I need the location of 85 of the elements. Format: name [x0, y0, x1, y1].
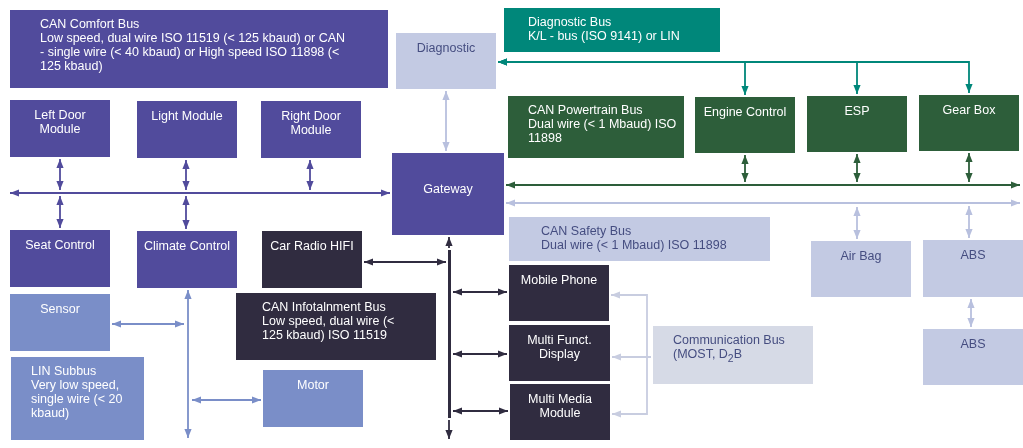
- box-label: Motor: [296, 378, 330, 392]
- double-arrow: [191, 396, 262, 404]
- bus-title: CAN Comfort Bus: [40, 17, 141, 31]
- double-arrow: [56, 158, 64, 191]
- module-box: [137, 101, 237, 158]
- module-box: [509, 265, 609, 321]
- bus-title: Communication Bus: [673, 333, 786, 347]
- arrow: [445, 419, 453, 440]
- bus-description: Low speed, dual wire (< 125 kbaud) ISO 11519: [262, 314, 396, 342]
- bus-info-box: [653, 326, 813, 384]
- double-arrow: [182, 195, 190, 230]
- double-arrow: [965, 205, 973, 239]
- double-arrow: [452, 407, 509, 415]
- bus-description: Very low speed, single wire (< 20 kbaud): [31, 378, 124, 420]
- module-box: [695, 97, 795, 153]
- box-label: Gear Box: [941, 103, 997, 117]
- box-label: ABS: [959, 248, 987, 262]
- box-label: Multi Media Module: [527, 392, 593, 420]
- box-label: Gateway: [422, 182, 474, 196]
- double-arrow: [182, 159, 190, 191]
- bus-description: K/L - bus (ISO 9141) or LIN: [528, 29, 681, 43]
- double-arrow: [497, 58, 973, 94]
- module-box: [10, 230, 110, 287]
- bus-title: CAN Powertrain Bus: [528, 103, 644, 117]
- module-box: [261, 101, 361, 158]
- bus-info-box: [11, 357, 144, 440]
- box-label: Seat Control: [24, 238, 96, 252]
- bus-title: CAN Safety Bus: [541, 224, 633, 238]
- box-label: Diagnostic: [415, 41, 477, 55]
- module-box: [807, 96, 907, 152]
- box-label: Light Module: [150, 109, 224, 123]
- module-box: [923, 329, 1023, 385]
- arrow: [445, 236, 453, 249]
- box-label: Left Door Module: [33, 108, 87, 136]
- double-arrow: [967, 298, 975, 328]
- bus-description: (MOST, D$_{2}$B: [673, 347, 743, 366]
- box-label: Mobile Phone: [519, 273, 599, 287]
- module-box: [510, 384, 610, 440]
- box-label: ESP: [843, 104, 871, 118]
- bus-description: Dual wire (< 1 Mbaud) ISO 11898: [541, 238, 728, 252]
- module-box: [262, 231, 362, 288]
- double-arrow: [363, 258, 447, 266]
- bus-description: Dual wire (< 1 Mbaud) ISO 11898: [528, 117, 678, 145]
- gateway-box: [392, 153, 504, 235]
- double-arrow: [306, 159, 314, 191]
- bus-title: LIN Subbus: [31, 364, 98, 378]
- bus-info-box: [509, 217, 770, 261]
- double-arrow: [184, 289, 192, 439]
- double-arrow: [452, 350, 508, 358]
- double-arrow: [853, 153, 861, 183]
- module-box: [10, 100, 110, 157]
- bus-info-box: [236, 293, 436, 360]
- box-label: Right Door Module: [280, 109, 342, 137]
- module-box: [10, 294, 110, 351]
- module-box: [919, 95, 1019, 151]
- bus-description: Low speed, dual wire ISO 11519 (< 125 kbaud) or CAN - single wire (< 40 kbaud) or High speed ISO 11898 (< 125 kbaud): [40, 31, 347, 73]
- bus-title: CAN Infotalnment Bus: [262, 300, 387, 314]
- bus-info-box: [10, 10, 388, 88]
- double-arrow: [442, 90, 450, 152]
- box-label: Climate Control: [142, 239, 232, 253]
- box-label: Sensor: [39, 302, 81, 316]
- double-arrow: [505, 181, 1021, 189]
- double-arrow: [741, 154, 749, 183]
- double-arrow: [853, 206, 861, 240]
- box-label: ABS: [959, 337, 987, 351]
- double-arrow: [56, 195, 64, 229]
- module-box: [263, 370, 363, 427]
- box-label: Multi Funct. Display: [526, 333, 593, 361]
- bus-line: [448, 250, 451, 418]
- double-arrow: [965, 152, 973, 183]
- box-label: Car Radio HIFI: [269, 239, 355, 253]
- double-arrow: [452, 288, 508, 296]
- bus-title: Diagnostic Bus: [528, 15, 613, 29]
- bus-info-box: [504, 8, 720, 52]
- module-box: [396, 33, 496, 89]
- bus-info-box: [508, 96, 684, 158]
- module-box: [811, 241, 911, 297]
- double-arrow: [9, 189, 391, 197]
- box-label: Air Bag: [839, 249, 883, 263]
- double-arrow: [505, 199, 1021, 207]
- module-box: [923, 240, 1023, 297]
- double-arrow: [111, 320, 185, 328]
- module-box: [509, 325, 610, 381]
- module-box: [137, 231, 237, 288]
- box-label: Engine Control: [702, 105, 788, 119]
